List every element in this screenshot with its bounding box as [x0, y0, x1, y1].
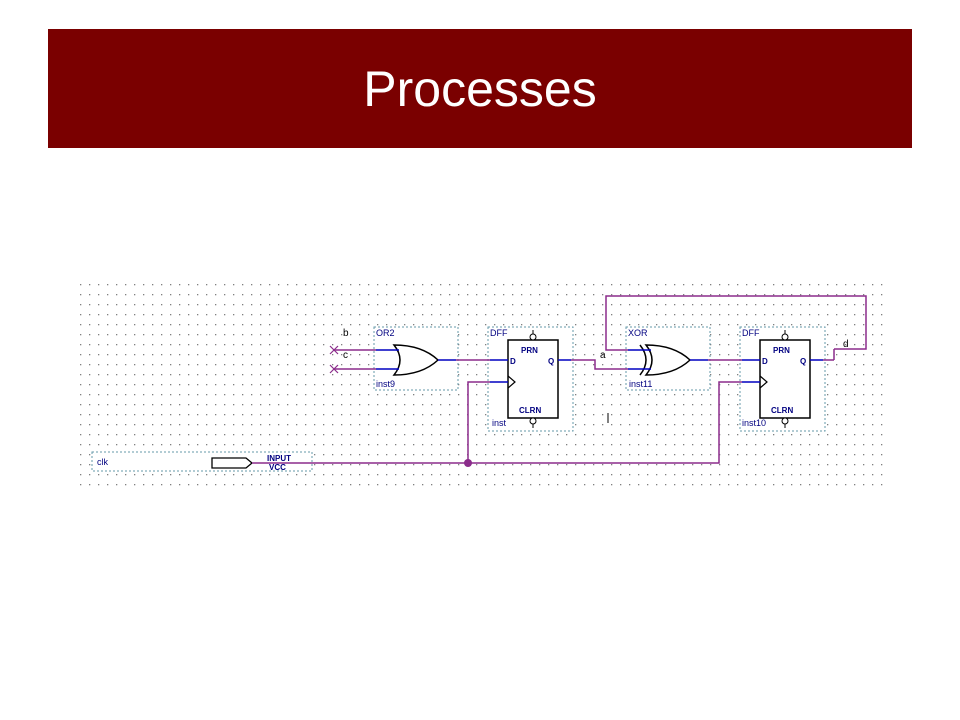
signal-d-label: d: [843, 339, 849, 350]
clk-input-box[interactable]: [91, 451, 313, 472]
dff-1-instance: inst: [492, 418, 507, 428]
clk-input-name: clk: [97, 457, 108, 467]
dff-1-pin-prn: PRN: [521, 346, 538, 355]
schematic-diagram: OR2 inst9 b c DFF inst PRN D Q CLRN: [76, 280, 884, 486]
dff-2-pin-q: Q: [800, 357, 806, 366]
wire-clk-main[interactable]: [252, 381, 742, 464]
clk-input-value: VCC: [269, 463, 286, 472]
dff-1-clock-triangle: [507, 375, 516, 389]
dff-2-pin-d: D: [762, 357, 768, 366]
dff-1-clrn-bubble: [529, 417, 537, 425]
wire-a[interactable]: [571, 359, 628, 370]
signal-c-label: c: [343, 350, 348, 361]
xor-gate-instance: inst11: [629, 379, 652, 389]
dff-2-prn-bubble: [781, 333, 789, 341]
dff-2-pin-clrn: CLRN: [771, 406, 793, 415]
dff-1-box[interactable]: [487, 326, 574, 432]
wire-clk-branch[interactable]: [467, 381, 490, 463]
or-gate-box[interactable]: [373, 326, 459, 391]
dff-2-pin-prn: PRN: [773, 346, 790, 355]
signal-b-label: b: [343, 328, 349, 339]
dff-1-pin-q: Q: [548, 357, 554, 366]
slide-title: Processes: [363, 60, 597, 117]
input-pin-symbol: [211, 457, 254, 469]
dff-2-clock-triangle: [759, 375, 768, 389]
xor-gate-symbol[interactable]: [644, 344, 692, 376]
title-bar: Processes: [48, 29, 912, 148]
wire-d-feedback[interactable]: [605, 295, 867, 351]
or-gate-symbol[interactable]: [392, 344, 440, 376]
dff-1-prn-bubble: [529, 333, 537, 341]
dff-2-clrn-bubble: [781, 417, 789, 425]
or-gate-instance: inst9: [376, 379, 395, 389]
clk-input-type: INPUT: [267, 454, 291, 463]
dff-2-type: DFF: [742, 328, 760, 338]
or-gate-type: OR2: [376, 328, 395, 338]
clk-junction: [464, 459, 472, 467]
dff-2-instance: inst10: [742, 418, 766, 428]
signal-a-label: a: [600, 350, 606, 361]
dff-1-type: DFF: [490, 328, 508, 338]
xor-gate-type: XOR: [628, 328, 648, 338]
dff-2-box[interactable]: [739, 326, 826, 432]
dff-1-pin-clrn: CLRN: [519, 406, 541, 415]
xor-gate-box[interactable]: [625, 326, 711, 391]
xor-gate-extra-arc: [639, 344, 647, 376]
dff-1-pin-d: D: [510, 357, 516, 366]
